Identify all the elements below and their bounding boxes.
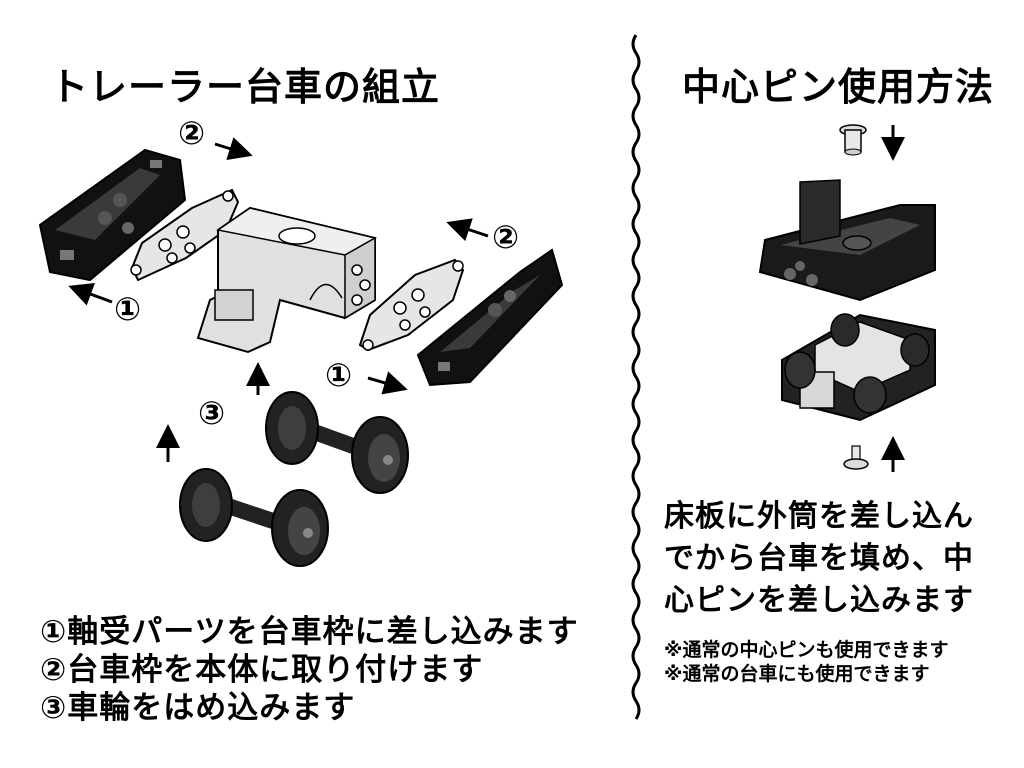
- arrow-step2-right: [446, 218, 489, 242]
- note-1: ※通常の中心ピンも使用できます: [664, 639, 949, 661]
- label-two-top: ②: [178, 114, 206, 152]
- label-one-left: ①: [114, 290, 142, 328]
- wavy-divider: [631, 34, 641, 720]
- center-pin-title: 中心ピン使用方法: [682, 65, 995, 109]
- center-pin-part: [843, 445, 869, 470]
- assembled-bogie: [781, 313, 936, 422]
- label-one-right: ①: [325, 356, 353, 394]
- wheelset-back: [265, 391, 409, 494]
- assembly-title: トレーラー台車の組立: [50, 65, 441, 109]
- outer-sleeve-part: [839, 124, 867, 156]
- floor-plate: [758, 179, 936, 302]
- step-2: ②台車枠を本体に取り付けます: [40, 652, 484, 688]
- label-two-right: ②: [492, 218, 520, 256]
- side-frame-left: [38, 148, 187, 282]
- step-3: ③車輪をはめ込みます: [40, 690, 356, 726]
- arrow-step1-left: [68, 282, 113, 306]
- description-line-1: 床板に外筒を差し込ん: [664, 499, 974, 534]
- side-frame-right: [416, 248, 564, 387]
- wheelset-front: [179, 468, 329, 567]
- bolster-body: [196, 206, 378, 354]
- description-line-3: 心ピンを差し込みます: [664, 583, 974, 618]
- bearing-plate-left: [130, 188, 240, 282]
- step-1: ①軸受パーツを台車枠に差し込みます: [40, 614, 579, 650]
- label-three: ③: [198, 394, 226, 432]
- description-line-2: でから台車を填め、中: [664, 541, 974, 576]
- bearing-plate-right: [358, 258, 465, 352]
- arrow-step1-right: [367, 371, 408, 395]
- note-2: ※通常の台車にも使用できます: [664, 663, 930, 685]
- arrow-step2-top: [214, 137, 253, 161]
